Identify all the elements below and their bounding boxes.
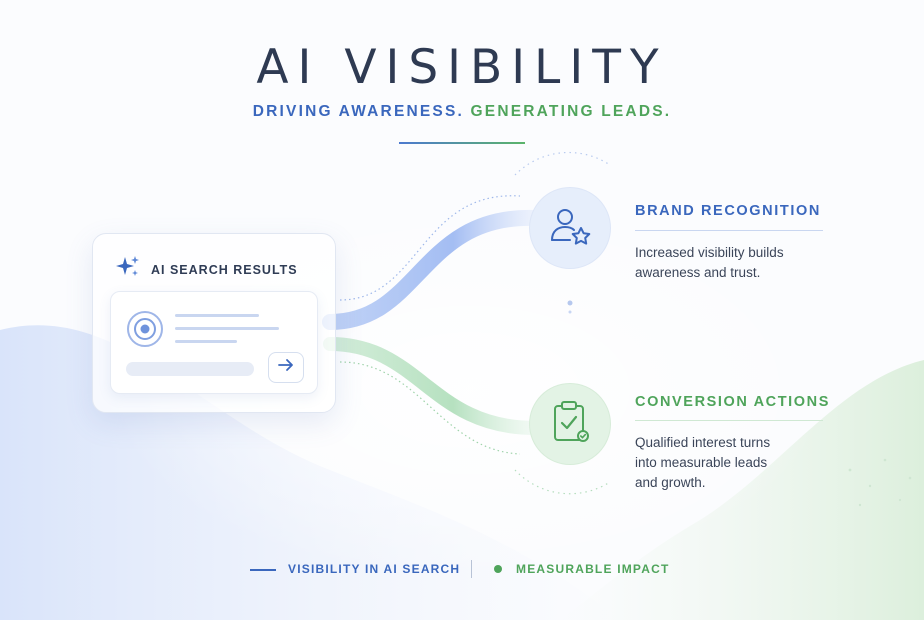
card-header: AI SEARCH RESULTS bbox=[115, 254, 298, 285]
result-text-line bbox=[175, 327, 279, 330]
conversion-actions-title: CONVERSION ACTIONS bbox=[635, 394, 831, 410]
page-title: AI VISIBILITY bbox=[256, 40, 668, 95]
brand-recognition-node bbox=[530, 188, 610, 268]
legend-dot-marker bbox=[494, 565, 502, 573]
subtitle-awareness: DRIVING AWARENESS. bbox=[252, 103, 465, 120]
ai-search-results-card: AI SEARCH RESULTS bbox=[92, 233, 336, 413]
user-star-icon bbox=[546, 202, 594, 255]
result-placeholder-bar bbox=[126, 362, 254, 376]
result-text-line bbox=[175, 314, 259, 317]
title-divider bbox=[399, 142, 525, 144]
description-line: awareness and trust. bbox=[635, 265, 761, 280]
result-text-line bbox=[175, 340, 237, 343]
description-line: and growth. bbox=[635, 475, 706, 490]
brand-recognition-rule bbox=[635, 230, 823, 231]
legend-separator bbox=[471, 560, 472, 578]
description-line: Increased visibility builds bbox=[635, 245, 784, 260]
legend-visibility: VISIBILITY IN AI SEARCH bbox=[288, 562, 461, 576]
page-subtitle: DRIVING AWARENESS. GENERATING LEADS. bbox=[0, 103, 924, 121]
subtitle-leads: GENERATING LEADS. bbox=[470, 103, 672, 120]
brand-recognition-description: Increased visibility builds awareness an… bbox=[635, 243, 784, 283]
conversion-actions-description: Qualified interest turns into measurable… bbox=[635, 433, 770, 493]
description-line: into measurable leads bbox=[635, 455, 768, 470]
legend-impact: MEASURABLE IMPACT bbox=[516, 562, 670, 576]
conversion-actions-rule bbox=[635, 420, 823, 421]
clipboard-check-icon bbox=[548, 398, 592, 451]
sparkle-icon bbox=[115, 254, 141, 285]
arrow-right-icon bbox=[277, 358, 295, 377]
search-result-item bbox=[110, 291, 318, 394]
result-open-button[interactable] bbox=[268, 352, 304, 383]
conversion-actions-node bbox=[530, 384, 610, 464]
legend-line-marker bbox=[250, 569, 276, 571]
brand-recognition-title: BRAND RECOGNITION bbox=[635, 203, 821, 219]
description-line: Qualified interest turns bbox=[635, 435, 771, 450]
card-title: AI SEARCH RESULTS bbox=[151, 262, 298, 277]
target-icon bbox=[126, 310, 164, 353]
